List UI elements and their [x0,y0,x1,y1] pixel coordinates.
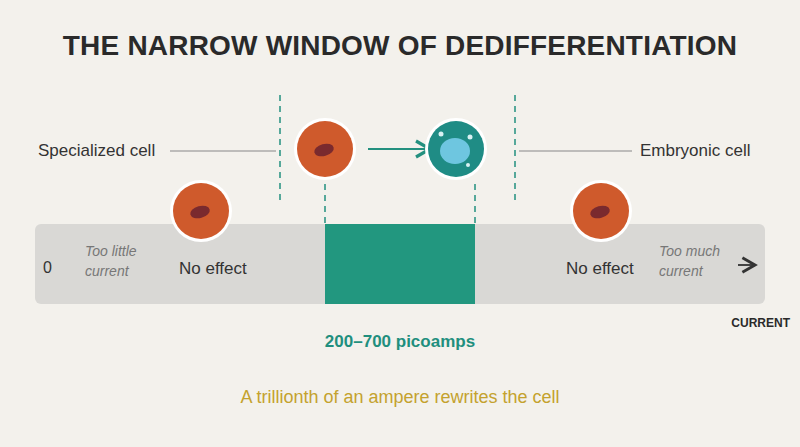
title: THE NARROW WINDOW OF DEDIFFERENTIATION [0,30,800,62]
transform-arrow [368,148,430,150]
range-note: Too little current [85,241,163,281]
embryonic-cell [425,118,487,180]
effect-label: No effect [566,259,634,279]
cell-right [570,180,632,242]
axis-arrow [738,264,755,266]
cell-label: Embryonic cell [640,141,751,161]
range-note: Too much current [659,241,737,281]
cell-label: Specialized cell [38,141,155,161]
axis-zero: 0 [43,259,52,277]
leader-line [519,150,632,151]
effect-label: No effect [179,259,247,279]
cell-left [170,180,232,242]
window-band: 200–700 picoamps [325,224,475,304]
leader-line [170,150,276,151]
caption: A trillionth of an ampere rewrites the c… [0,387,800,408]
axis-title: CURRENT [731,316,790,330]
current-band: 0 Too little current No effect No effect Too… [35,224,765,304]
window-label: 200–700 picoamps [265,332,535,352]
window-band [325,224,475,304]
current-band [35,224,765,304]
guide-lines [280,95,515,224]
specialized-cell [294,118,356,180]
